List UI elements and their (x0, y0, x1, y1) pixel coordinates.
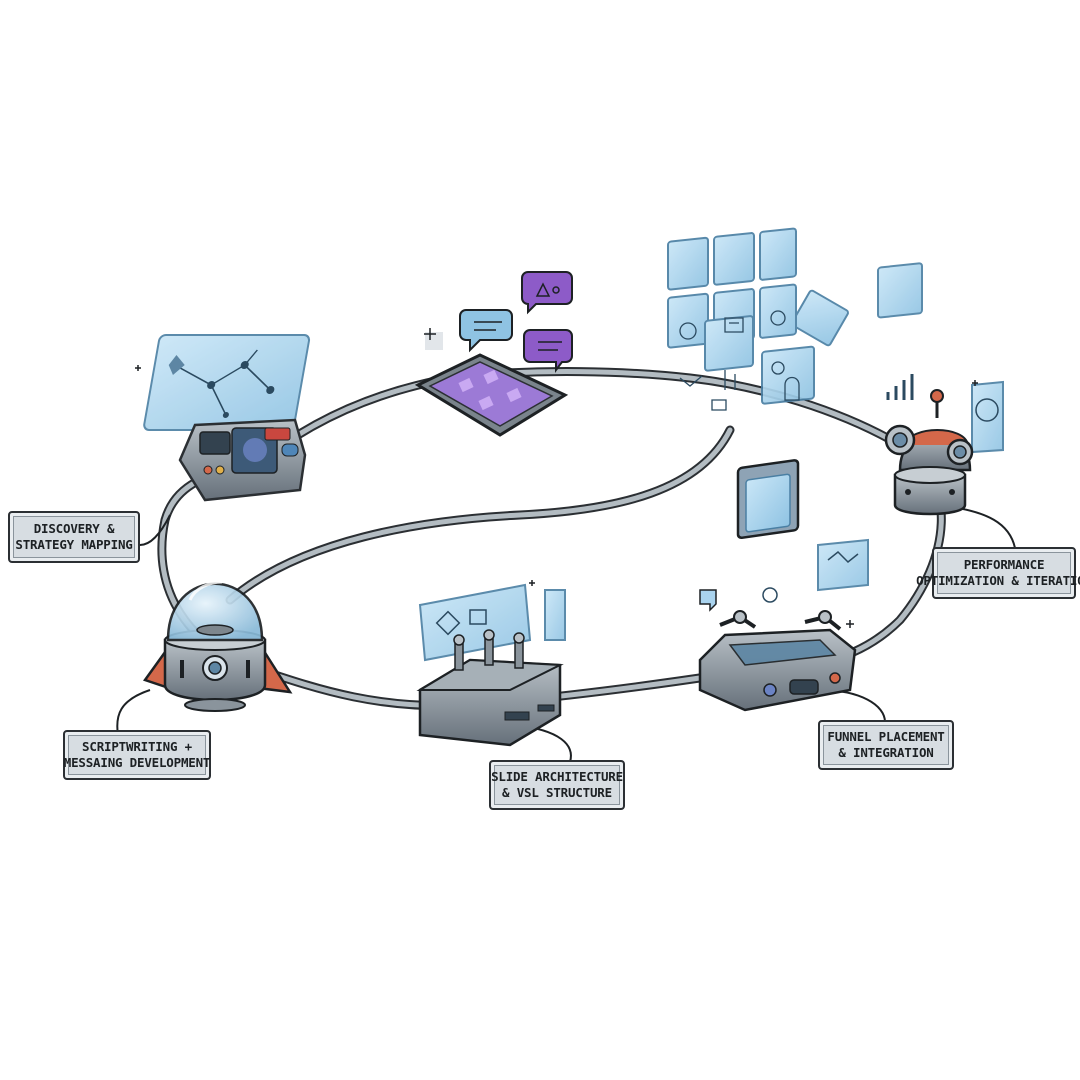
label-slides: SLIDE ARCHITECTURE & VSL STRUCTURE (489, 760, 625, 810)
label-discovery-line1: DISCOVERY & (33, 521, 115, 536)
rocket-capsule-icon (142, 580, 293, 712)
label-performance: PERFORMANCE OPTIMIZATION & ITERATION (916, 547, 1080, 599)
label-slides-line1: SLIDE ARCHITECTURE (491, 769, 623, 784)
label-slides-line2: & VSL STRUCTURE (502, 785, 612, 800)
label-scriptwriting: SCRIPTWRITING + MESSAING DEVELOPMENT (63, 730, 211, 780)
label-funnel-line2: & INTEGRATION (838, 745, 934, 760)
hologram-panel-glyphs (679, 310, 800, 411)
label-discovery: DISCOVERY & STRATEGY MAPPING (8, 511, 140, 563)
hologram-panels-icon (667, 227, 849, 405)
chat-bubble-icons (425, 271, 573, 373)
slide-switchboard-icon (416, 583, 566, 747)
label-scriptwriting-line1: SCRIPTWRITING + (82, 739, 192, 754)
sparkle-icons (135, 328, 978, 628)
label-performance-line1: PERFORMANCE (963, 557, 1045, 572)
label-scriptwriting-line2: MESSAING DEVELOPMENT (63, 755, 211, 770)
label-discovery-line2: STRATEGY MAPPING (15, 537, 133, 552)
label-funnel: FUNNEL PLACEMENT & INTEGRATION (818, 720, 954, 770)
discovery-console-icon (143, 334, 311, 502)
funnel-workstation-icon (698, 459, 869, 712)
performance-robot-icon (877, 262, 1004, 516)
label-performance-line2: OPTIMIZATION & ITERATION (916, 573, 1080, 588)
label-funnel-line1: FUNNEL PLACEMENT (827, 729, 945, 744)
tablet-icon (414, 353, 569, 437)
